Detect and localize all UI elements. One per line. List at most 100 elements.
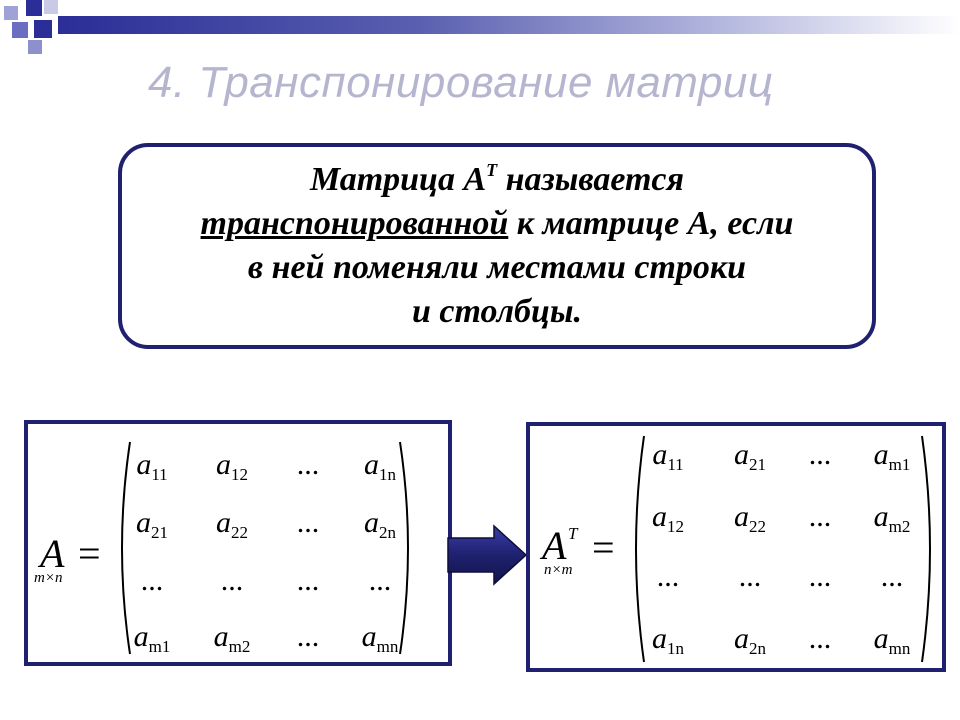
matrix-a-left-paren: [121, 441, 131, 655]
matrix-cell: a12: [652, 500, 684, 536]
matrix-cell: am2: [873, 500, 911, 536]
cell-base: a: [873, 622, 889, 655]
cell-index: 12: [231, 465, 248, 484]
decor-square-2: [26, 0, 42, 16]
def-part2: называется: [497, 161, 685, 198]
cell-index: m2: [228, 637, 251, 656]
matrix-cell: ...: [809, 622, 832, 656]
cell-base: a: [364, 506, 379, 539]
cell-base: ...: [368, 564, 392, 597]
cell-index: 2n: [379, 523, 396, 542]
matrix-cell: a1n: [652, 622, 684, 658]
matrix-at-equals: =: [592, 525, 615, 570]
matrix-cell: a22: [734, 500, 766, 535]
decor-square-5: [34, 20, 52, 38]
cell-index: 1n: [379, 465, 396, 484]
cell-index: m1: [888, 455, 911, 474]
cell-base: ...: [296, 448, 320, 481]
cell-base: a: [652, 438, 668, 471]
cell-base: ...: [880, 560, 904, 593]
matrix-cell: ...: [297, 564, 320, 598]
cell-base: ...: [808, 500, 832, 533]
cell-index: mn: [888, 639, 911, 658]
cell-index: 21: [151, 523, 168, 542]
cell-base: ...: [808, 622, 832, 655]
cell-index: 2n: [749, 639, 766, 658]
cell-base: a: [136, 448, 152, 481]
matrix-a-equals: =: [78, 531, 101, 576]
matrix-cell: ...: [141, 564, 164, 598]
matrix-cell: ...: [809, 500, 832, 534]
matrix-cell: a22: [216, 506, 248, 542]
cell-index: 22: [231, 523, 248, 542]
matrix-cell: a21: [136, 506, 168, 542]
cell-base: a: [361, 620, 377, 653]
matrix-cell: am1: [873, 438, 911, 474]
cell-base: a: [216, 506, 231, 539]
matrix-cell: ...: [809, 560, 832, 594]
matrix-cell: a11: [652, 438, 684, 474]
cell-base: ...: [808, 438, 832, 471]
matrix-cell: ...: [297, 506, 320, 540]
def-part3: к матрице А, если: [508, 205, 794, 242]
matrix-a-dimension: m×n: [34, 570, 63, 586]
cell-base: a: [136, 506, 151, 539]
matrix-at-transpose-sup: T: [568, 524, 578, 543]
matrix-at-right-paren: [921, 435, 931, 663]
matrix-cell: amn: [873, 622, 911, 658]
cell-index: mn: [376, 637, 399, 656]
matrix-cell: a2n: [364, 506, 396, 542]
def-sup: Т: [486, 160, 498, 180]
cell-base: ...: [808, 560, 832, 593]
matrix-cell: a1n: [364, 448, 396, 484]
cell-index: 11: [151, 465, 168, 484]
matrix-cell: am2: [214, 620, 251, 656]
cell-base: ...: [296, 620, 320, 653]
cell-index: 11: [667, 455, 684, 474]
cell-base: ...: [738, 560, 762, 593]
arrow-right-icon: [447, 524, 528, 586]
matrix-cell: amn: [361, 620, 399, 656]
matrix-cell: ...: [739, 560, 762, 594]
cell-index: m2: [888, 517, 911, 536]
cell-base: a: [652, 500, 667, 533]
matrix-cell: a11: [136, 448, 168, 484]
cell-base: a: [734, 438, 749, 471]
def-line4: и столбцы.: [411, 293, 583, 330]
matrix-cell: a12: [216, 448, 248, 484]
decor-square-1: [4, 6, 18, 20]
definition-box: Матрица АТ называется транспонированной …: [118, 143, 876, 349]
matrix-cell: ...: [297, 448, 320, 482]
cell-base: a: [734, 500, 749, 533]
slide-title: 4. Транспонирование матриц: [148, 58, 774, 107]
cell-base: a: [133, 620, 149, 653]
cell-base: ...: [140, 564, 164, 597]
def-underlined: транспонированной: [200, 205, 509, 242]
definition-text: Матрица АТ называется транспонированной …: [201, 158, 794, 334]
matrix-a-right-paren: [399, 441, 409, 655]
decor-square-3: [44, 0, 58, 14]
cell-index: 1n: [667, 639, 684, 658]
matrix-at-dimension: n×m: [544, 562, 573, 578]
matrix-cell: a2n: [734, 622, 766, 658]
decor-square-6: [28, 40, 42, 54]
cell-base: a: [734, 622, 749, 655]
cell-base: a: [652, 622, 667, 655]
cell-base: ...: [296, 506, 320, 539]
title-gradient-bar: [58, 16, 960, 34]
matrix-cell: ...: [297, 620, 320, 654]
matrix-cell: am1: [133, 620, 171, 655]
matrix-at-left-paren: [635, 435, 645, 663]
def-part1: Матрица А: [309, 161, 487, 198]
decor-square-4: [12, 22, 28, 38]
cell-base: a: [216, 448, 231, 481]
matrix-a-name: A: [40, 531, 65, 576]
matrix-cell: ...: [221, 564, 244, 598]
cell-base: a: [873, 500, 889, 533]
cell-base: a: [873, 438, 889, 471]
cell-index: 12: [667, 517, 684, 536]
matrix-cell: a21: [734, 438, 766, 473]
matrix-cell: ...: [369, 564, 392, 598]
